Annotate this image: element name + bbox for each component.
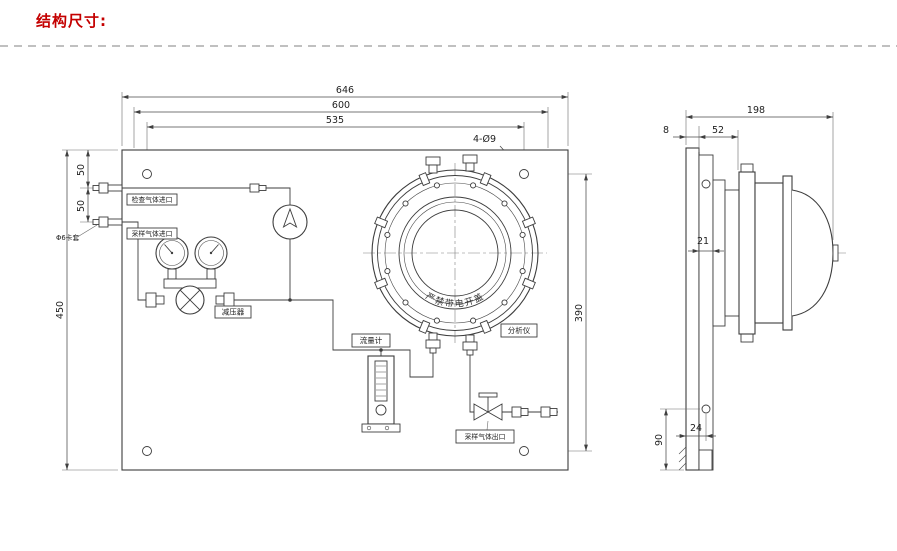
label-ferrule: Φ6卡套 — [56, 224, 98, 242]
sample-gas-inlet-fitting — [92, 216, 123, 228]
flowmeter — [361, 355, 401, 433]
gas-piping — [122, 187, 558, 413]
label-regulator: 减压器 — [214, 305, 252, 319]
dome-connector — [832, 244, 839, 262]
dim-24: 24 — [690, 423, 702, 434]
side-view: 198 8 52 21 90 24 — [654, 105, 846, 471]
analyzer-bottom-ports — [425, 332, 478, 356]
flange-clips — [374, 172, 536, 334]
analyzer-side-profile — [712, 163, 839, 343]
dim-450: 450 — [55, 301, 66, 319]
check-gas-inlet-text: 检查气体进口 — [132, 195, 173, 204]
dim-width-outer: 646 — [122, 85, 568, 99]
dim-bottom-90: 90 — [654, 409, 668, 470]
check-gas-inlet-fitting — [92, 182, 123, 194]
regulator-text: 减压器 — [222, 307, 245, 317]
dim-8: 8 — [663, 125, 669, 136]
dim-50b: 50 — [76, 200, 87, 212]
analyzer-top-ports — [425, 154, 478, 174]
dim-4xd9: 4-Ø9 — [473, 134, 496, 145]
panel-edge — [685, 147, 700, 471]
outlet-valve — [473, 392, 558, 421]
flange-bolts — [384, 182, 526, 324]
dim-depth: 198 — [686, 105, 833, 119]
front-view: 646 600 535 4-Ø9 50 50 450 390 — [55, 85, 592, 471]
sample-gas-inlet-text: 采样气体进口 — [132, 229, 173, 238]
filter — [272, 204, 308, 240]
dim-spacing-1: 50 — [76, 150, 90, 188]
extension-lines-side — [660, 110, 834, 471]
label-check-gas-inlet: 检查气体进口 — [126, 193, 178, 206]
page-title: 结构尺寸: — [36, 12, 107, 30]
label-sample-gas-outlet: 采样气体出口 — [455, 420, 515, 444]
analyzer-outer-flange — [371, 169, 539, 337]
dim-198: 198 — [747, 105, 765, 116]
analyzer-centerlines — [363, 163, 547, 343]
analyzer-window — [411, 209, 499, 297]
bottom-bracket — [698, 449, 713, 471]
wall-hatching — [678, 446, 687, 471]
inline-fitting — [249, 183, 267, 193]
ferrule-text: Φ6卡套 — [56, 233, 79, 242]
dim-width-inner: 535 — [147, 115, 524, 129]
sample-gas-outlet-text: 采样气体出口 — [465, 432, 506, 441]
dim-offset-52: 52 — [699, 125, 738, 139]
label-sample-gas-inlet: 采样气体进口 — [126, 227, 178, 240]
dim-535: 535 — [326, 115, 344, 126]
dim-gap-21: 21 — [688, 236, 724, 253]
dim-50a: 50 — [76, 164, 87, 176]
dim-600: 600 — [332, 100, 350, 111]
dim-height-left: 450 — [55, 150, 69, 470]
analyzer-dome — [791, 189, 834, 317]
dim-21: 21 — [697, 236, 709, 247]
dim-390: 390 — [574, 304, 585, 322]
pressure-gauge-left — [155, 236, 189, 280]
dim-hole-24: 24 — [676, 423, 716, 438]
dim-width-mid: 600 — [134, 100, 548, 114]
label-analyzer: 分析仪 — [500, 323, 538, 338]
pipe-junction — [288, 298, 292, 302]
rail-hole-top — [701, 179, 711, 189]
rail-hole-bottom — [701, 404, 711, 414]
dim-spacing-2: 50 — [76, 188, 90, 222]
label-flowmeter: 流量计 — [351, 333, 391, 348]
dim-646: 646 — [336, 85, 354, 96]
pressure-regulator — [145, 278, 235, 315]
analyzer-text: 分析仪 — [508, 325, 531, 335]
valve-handle — [478, 392, 498, 398]
dim-plate-thickness: 8 — [663, 125, 699, 139]
dim-90: 90 — [654, 434, 665, 446]
flowmeter-text: 流量计 — [360, 335, 383, 345]
mounting-holes — [142, 169, 529, 456]
pressure-gauge-right — [194, 236, 228, 280]
pipe-junction — [379, 348, 383, 352]
dim-height-right: 390 — [574, 174, 588, 451]
dim-52: 52 — [712, 125, 724, 136]
